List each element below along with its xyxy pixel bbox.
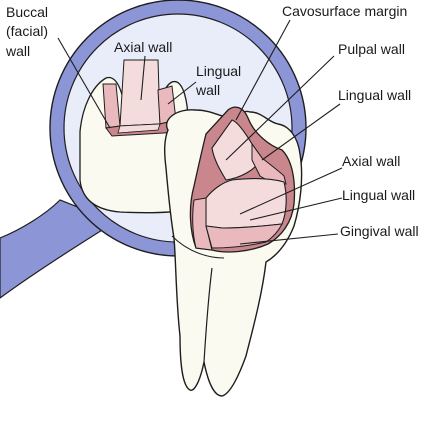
leader-lingual-top [167,81,197,105]
magnifier-handle [0,199,117,299]
leader-gingival [239,233,339,245]
side-wall-left [192,197,213,251]
label-axial-wall-top: Axial wall [114,39,172,55]
label-gingival-wall: Gingival wall [340,223,419,239]
magnified-axial-wall [119,59,161,127]
leader-pulpal [225,55,335,161]
label-pulpal-wall: Pulpal wall [338,41,405,57]
axial-wall [205,178,287,229]
crown-contour [171,235,225,259]
label-buccal-3: wall [5,43,30,59]
label-lingual-wall-lower: Lingual wall [342,187,415,203]
label-axial-wall-right: Axial wall [342,153,400,169]
leader-buccal [57,37,111,129]
label-lingual-top-1: Lingual [196,63,241,79]
root-cleft [203,267,213,363]
leader-axial-top [140,55,146,101]
leader-cavosurface [235,19,291,121]
leader-lingual-right [261,103,341,161]
label-buccal-1: Buccal [6,4,48,20]
label-lingual-wall-right: Lingual wall [338,87,411,103]
label-lingual-top-2: wall [195,82,220,98]
magnified-floor-top [117,123,161,134]
label-buccal-2: (facial) [6,23,48,39]
leader-lingual-lower [249,197,343,221]
label-cavosurface-margin: Cavosurface margin [282,3,407,19]
leader-axial-right [239,167,343,215]
leader-lines [57,19,343,245]
lingual-wall-upper [251,142,287,185]
